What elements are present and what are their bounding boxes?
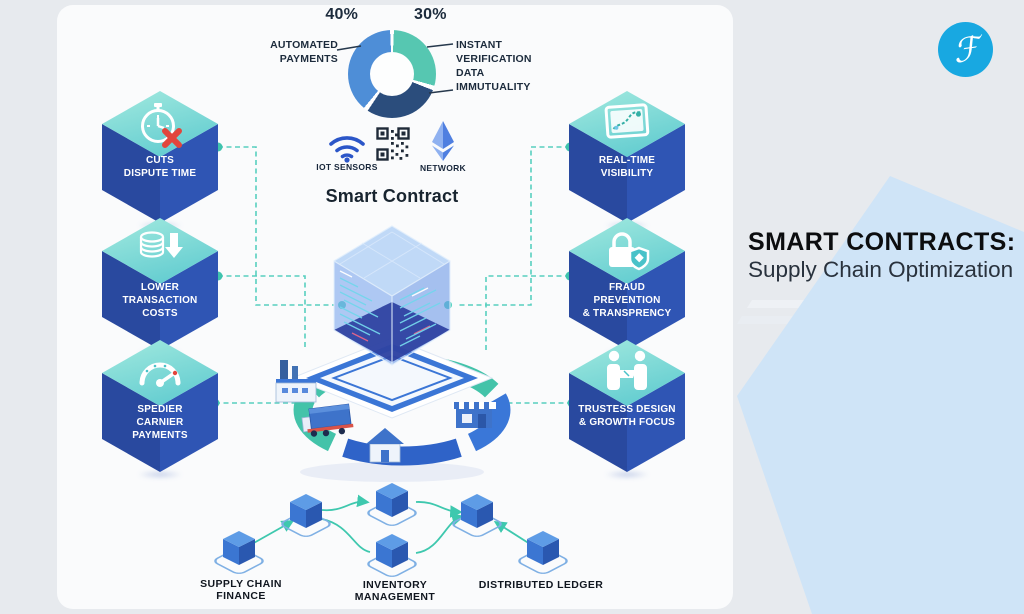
benefit-label: CUTS DISPUTE TIME xyxy=(123,155,197,179)
benefit-label: SPEDIER CARNIER PAYMENTS xyxy=(132,404,188,441)
wifi-icon xyxy=(329,136,365,163)
benefit-label: LOWER TRANSACTION COSTS xyxy=(122,282,198,319)
hexagon-spedier-carnier-payments: SPEDIER CARNIER PAYMENTS xyxy=(102,340,218,472)
network-label: NETWORK xyxy=(419,163,466,173)
node-label-distributed-ledger: DISTRIBUTED LEDGER xyxy=(478,579,604,591)
node-label-supply-chain-finance: SUPPLY CHAIN FINANCE xyxy=(200,578,282,602)
page-title: SMART CONTRACTS: xyxy=(748,228,1016,256)
brand-logo: ℱ xyxy=(938,22,993,77)
donut-chart xyxy=(348,30,436,118)
hexagon-real-time-visibility: REAL-TIME VISIBILITY xyxy=(569,91,685,223)
hexagon-fraud-prevention: FRAUD PREVENTION & TRANSPRENCY xyxy=(569,218,685,350)
stopwatch-x-icon xyxy=(141,103,182,148)
ethereum-icon xyxy=(432,121,454,161)
benefit-label: FRAUD PREVENTION & TRANSPRENCY xyxy=(582,282,672,319)
smart-contract-title: Smart Contract xyxy=(325,186,459,206)
donut-label-automated-payments: AUTOMATED PAYMENTS xyxy=(270,39,338,65)
map-icon xyxy=(604,103,650,139)
qr-code-icon xyxy=(376,127,410,161)
donut-label-instant-verification: INSTANT VERIFICATION DATA IMMUTUALITY xyxy=(456,39,532,93)
iot-sensors-label: IOT SENSORS xyxy=(316,162,378,172)
hexagon-cuts-dispute-time: CUTS DISPUTE TIME xyxy=(102,91,218,223)
page-subtitle: Supply Chain Optimization xyxy=(748,257,1014,282)
donut-pct-30: 30% xyxy=(414,6,447,23)
benefit-label: REAL-TIME VISIBILITY xyxy=(598,155,656,179)
logo-monogram-icon: ℱ xyxy=(949,28,982,71)
lock-shield-icon xyxy=(609,232,650,271)
speedometer-icon xyxy=(139,362,181,387)
hexagon-trustess-design: TRUSTESS DESIGN & GROWTH FOCUS xyxy=(569,340,685,472)
benefit-label: TRUSTESS DESIGN & GROWTH FOCUS xyxy=(578,404,676,428)
hexagon-lower-transaction-costs: LOWER TRANSACTION COSTS xyxy=(102,218,218,350)
handshake-icon xyxy=(607,350,647,390)
coins-down-icon xyxy=(139,231,183,258)
node-label-inventory-management: INVENTORY MANAGEMENT xyxy=(354,579,436,603)
donut-pct-40: 40% xyxy=(325,6,358,23)
